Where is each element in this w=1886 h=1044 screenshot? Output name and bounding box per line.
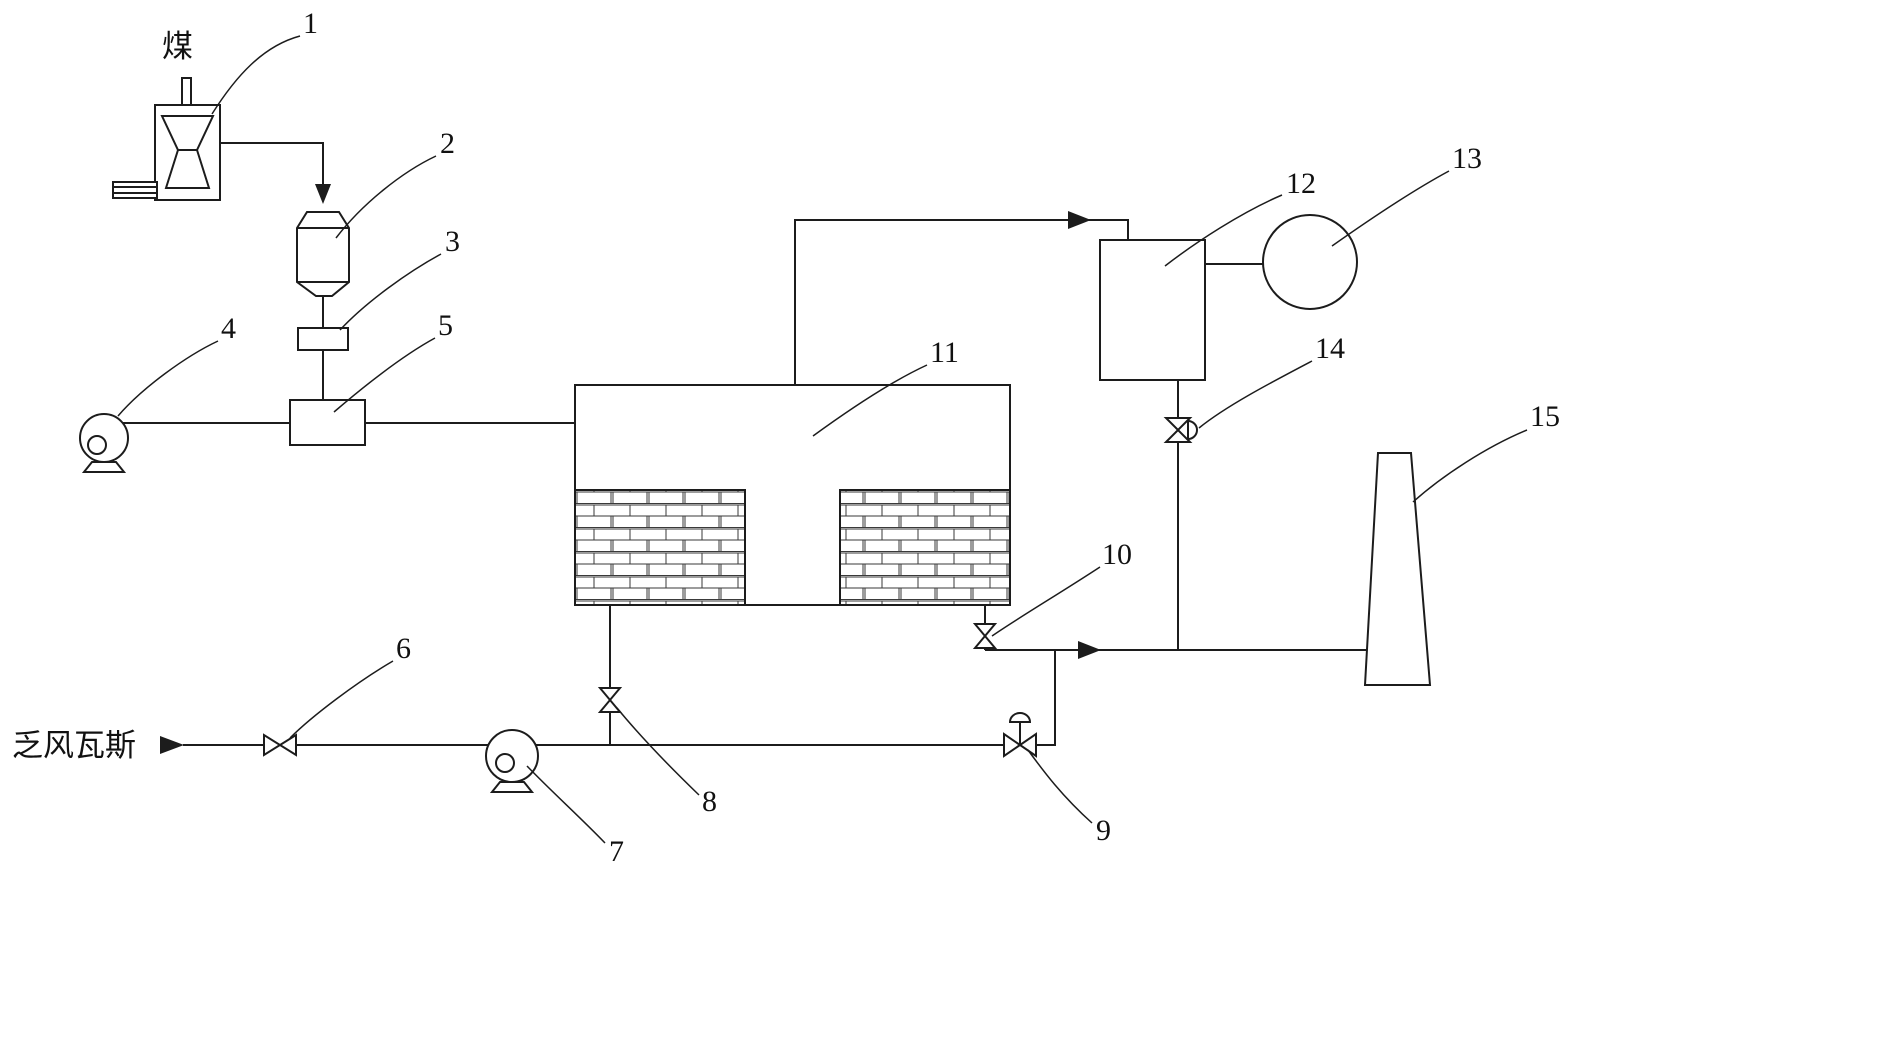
heat-recovery-unit (1099, 239, 1206, 381)
furnace-outlet-valve (972, 623, 998, 649)
callout-4: 4 (221, 312, 236, 345)
top-pipe-arrow-icon (1068, 211, 1091, 229)
fan-base (489, 781, 535, 793)
crusher-skirt (164, 149, 211, 189)
coal-hopper (296, 211, 350, 297)
crusher-discharge (112, 181, 158, 199)
leader-6 (289, 660, 394, 739)
callout-15: 15 (1530, 400, 1560, 433)
coal-drop-arrow-icon (315, 184, 331, 204)
bypass-riser-pipe (1036, 650, 1056, 746)
leader-1 (211, 35, 301, 115)
exhaust-arrow-icon (1078, 641, 1101, 659)
callout-13: 13 (1452, 142, 1482, 175)
callout-10: 10 (1102, 538, 1132, 571)
mixing-box (289, 399, 366, 446)
callout-leaders (117, 35, 1528, 844)
inlet-valve (263, 733, 297, 757)
leader-11 (812, 364, 928, 437)
furnace-inlet-valve (597, 687, 623, 713)
flow-arrows (160, 184, 1101, 754)
hopper-body (296, 211, 350, 297)
blower-impeller (87, 435, 107, 455)
valve-6-body (263, 733, 297, 757)
piping (104, 142, 1368, 746)
leader-10 (991, 566, 1101, 637)
callout-11: 11 (930, 336, 959, 369)
crusher-top-stub (181, 77, 192, 106)
leader-15 (1412, 429, 1528, 503)
coal-drop-pipe (220, 142, 324, 188)
leader-14 (1198, 360, 1313, 429)
crusher-discharge-grate (113, 186, 157, 194)
furnace-brick-bed-left (574, 489, 746, 606)
leader-4 (117, 340, 219, 417)
control-valve (1163, 417, 1198, 443)
coal-feeder-crusher (112, 77, 221, 201)
callout-3: 3 (445, 225, 460, 258)
valve-10-body (972, 623, 998, 649)
vam-fan (485, 729, 539, 793)
leader-7 (526, 765, 606, 844)
valve-14-actuator (1187, 419, 1198, 441)
callout-9: 9 (1096, 814, 1111, 847)
callout-14: 14 (1315, 332, 1345, 365)
leader-9 (1027, 749, 1093, 824)
furnace-brick-bed-right (839, 489, 1011, 606)
blower-base (81, 461, 127, 473)
leader-12 (1164, 194, 1283, 267)
bypass-valve (1003, 712, 1037, 758)
callout-5: 5 (438, 309, 453, 342)
leader-8 (616, 707, 700, 796)
text-labels: 煤 乏风瓦斯 1 2 3 4 5 6 7 8 9 10 11 12 13 14 … (12, 7, 1560, 868)
vam-inlet-label: 乏风瓦斯 (12, 728, 136, 763)
valve-8-body (597, 687, 623, 713)
furnace-top-riser-pipe (794, 219, 1129, 385)
drum (1262, 214, 1358, 310)
leader-5 (333, 337, 436, 413)
callout-2: 2 (440, 127, 455, 160)
valve-9-actuator (1008, 712, 1032, 723)
callout-6: 6 (396, 632, 411, 665)
valve-14-body (1163, 417, 1193, 443)
callout-1: 1 (303, 7, 318, 40)
leader-3 (339, 253, 442, 331)
leader-13 (1331, 170, 1450, 247)
coal-label: 煤 (162, 29, 193, 64)
leader-2 (335, 155, 437, 239)
callout-7: 7 (609, 835, 624, 868)
callout-12: 12 (1286, 167, 1316, 200)
crusher-body (154, 104, 221, 201)
vam-inlet-arrow-icon (160, 736, 184, 754)
air-blower (79, 413, 129, 473)
oxidation-furnace (574, 384, 1011, 606)
callout-8: 8 (702, 785, 717, 818)
feeder (297, 327, 349, 351)
fan-impeller (495, 753, 515, 773)
chimney (1363, 452, 1432, 686)
